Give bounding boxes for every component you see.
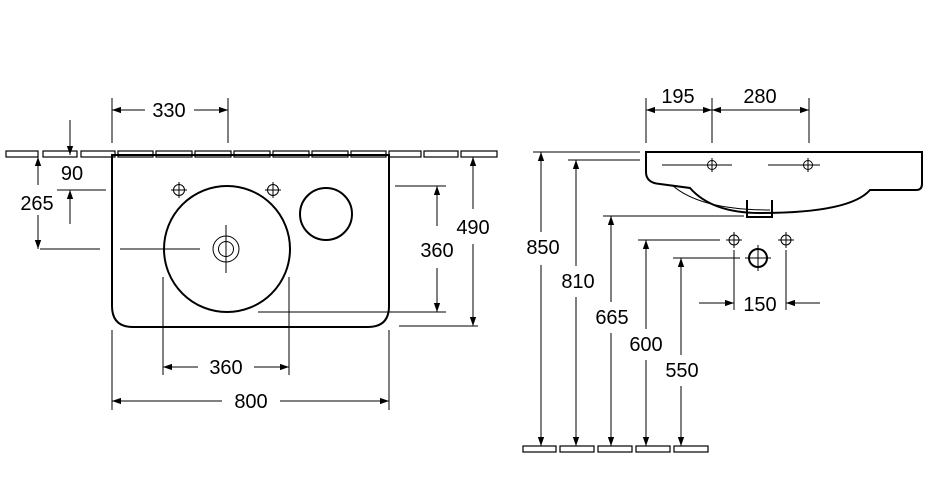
dim-665: 665 [595, 307, 628, 329]
dim-265: 265 [20, 193, 53, 215]
dim-550: 550 [665, 360, 698, 382]
dim-330: 330 [152, 100, 185, 122]
waste-outlet [746, 200, 773, 218]
tap-hole-side-left-icon [707, 158, 717, 172]
tap-hole-side-right-icon [803, 158, 813, 172]
basin-outline [111, 154, 390, 328]
connection-right-icon [778, 232, 794, 248]
dim-810: 810 [561, 271, 594, 293]
basin-profile [645, 151, 923, 215]
dim-800: 800 [234, 391, 267, 413]
side-view: 195 280 150 850 [522, 86, 923, 453]
dim-600: 600 [629, 334, 662, 356]
front-view: 330 90 265 360 800 360 490 [5, 98, 498, 413]
dim-90: 90 [61, 163, 83, 185]
waste-connection-icon [745, 245, 771, 271]
connection-left-icon [726, 232, 742, 248]
tap-hole-right-icon [265, 182, 281, 198]
soap-tray-icon [299, 187, 353, 241]
dim-195: 195 [661, 86, 694, 108]
floor-tiles [522, 445, 709, 453]
tap-hole-left-icon [171, 182, 187, 198]
dim-280: 280 [743, 86, 776, 108]
dim-490: 490 [456, 217, 489, 239]
dim-850: 850 [526, 237, 559, 259]
dim-360-height: 360 [420, 240, 453, 262]
dim-360-width: 360 [209, 357, 242, 379]
dim-150: 150 [743, 294, 776, 316]
